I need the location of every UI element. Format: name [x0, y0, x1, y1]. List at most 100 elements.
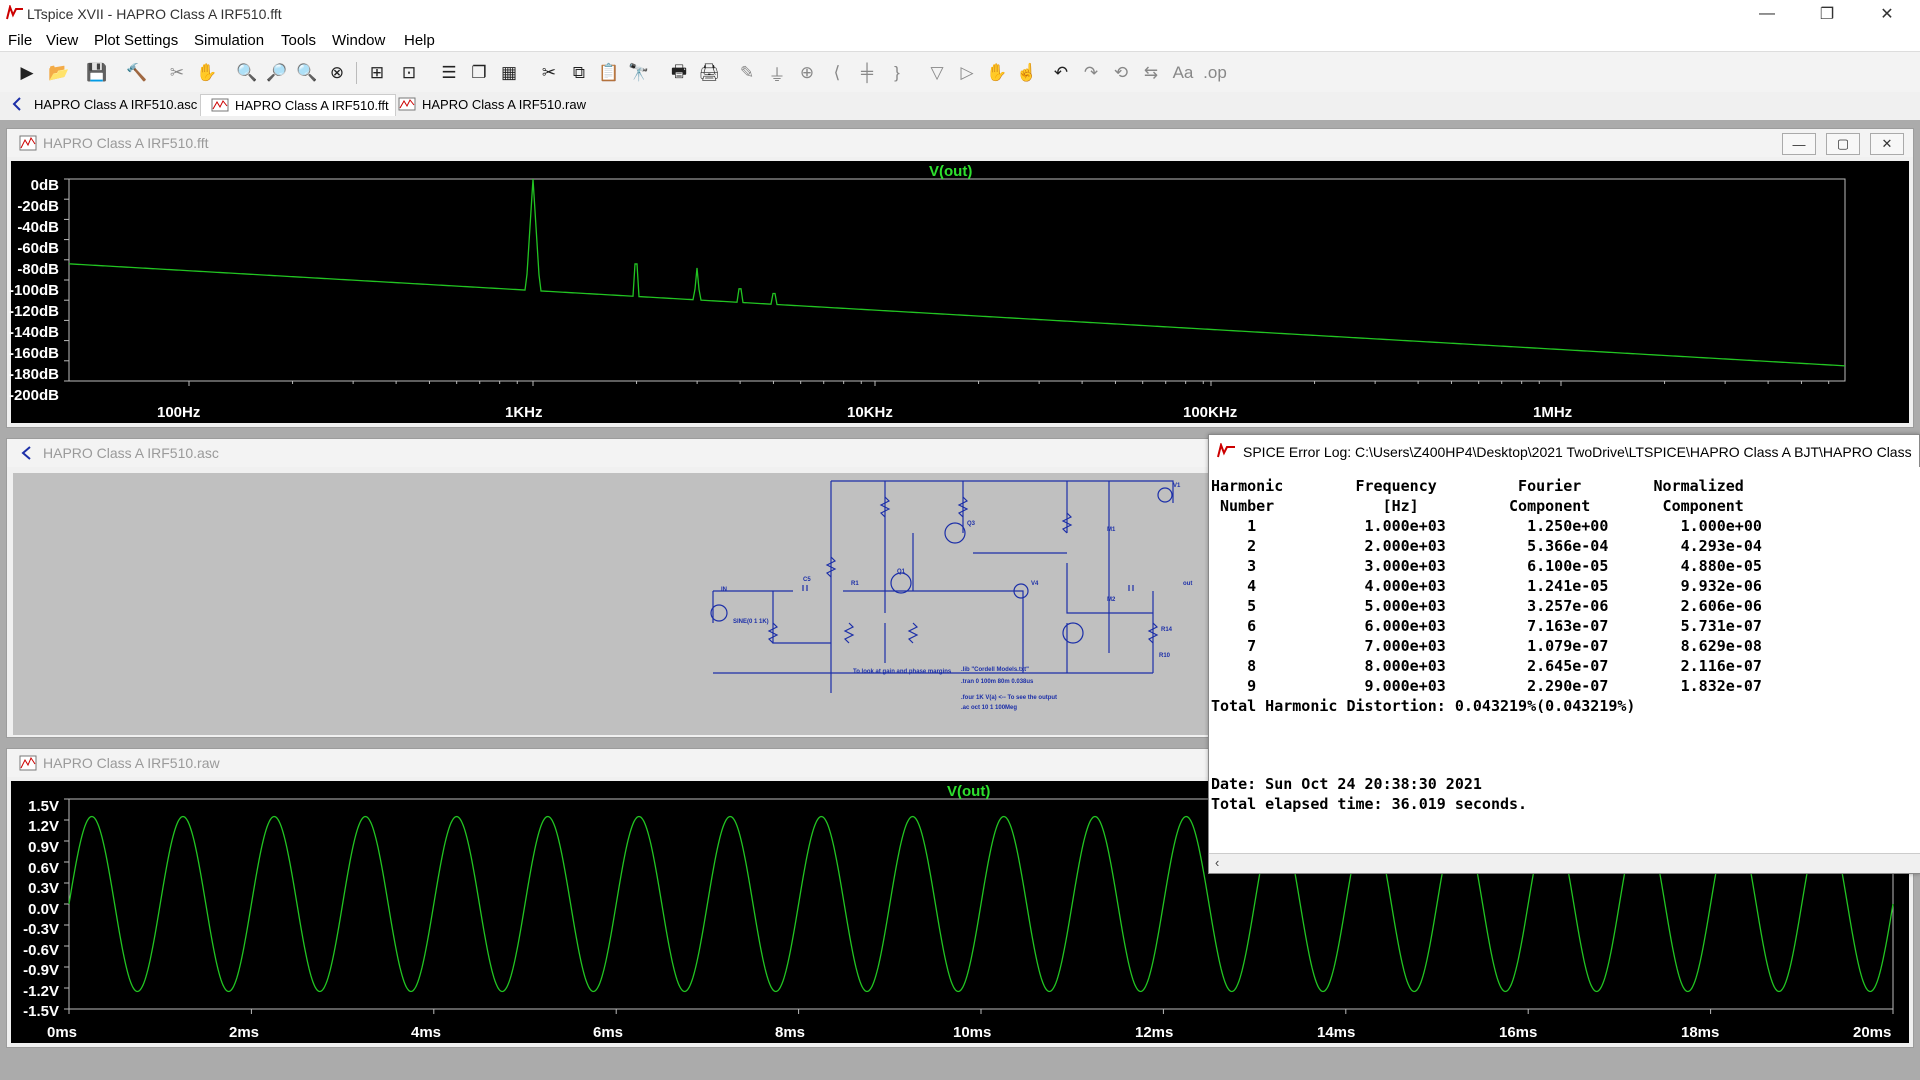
text-icon[interactable]: Aa: [1172, 63, 1194, 82]
diode-icon[interactable]: ▽: [930, 63, 944, 82]
run-icon[interactable]: ▶: [20, 63, 34, 82]
control-panel-icon[interactable]: 🔨: [126, 63, 148, 82]
menu-help[interactable]: Help: [404, 32, 435, 49]
grid-icon[interactable]: ⊡: [401, 63, 417, 82]
tab-schematic[interactable]: HAPRO Class A IRF510.asc: [0, 94, 203, 116]
raw-window-title: HAPRO Class A IRF510.raw: [43, 755, 220, 771]
svg-text:R10: R10: [1159, 653, 1171, 659]
inductor-icon[interactable]: }: [894, 63, 900, 82]
close-button[interactable]: ✕: [1864, 0, 1910, 28]
menu-view[interactable]: View: [46, 32, 79, 49]
print-setup-icon[interactable]: 🖨: [698, 63, 720, 82]
svg-text:V4: V4: [1031, 581, 1039, 587]
svg-text:Q3: Q3: [967, 521, 976, 527]
y-tick: 0dB: [30, 177, 59, 194]
pan-hand-icon[interactable]: ✋: [196, 63, 218, 82]
menu-tools[interactable]: Tools: [281, 32, 317, 49]
waveform-icon: [211, 98, 229, 112]
x-tick: 20ms: [1853, 1024, 1892, 1041]
copy-icon[interactable]: ⧉: [572, 63, 586, 82]
harmonic-row: 8 8.000e+03 2.645e-07 2.116e-07: [1211, 657, 1762, 675]
transient-plot-area[interactable]: V(out) 1.5V 1.2V 0.9V 0.6V 0.3V 0.0V -0.…: [11, 781, 1909, 1043]
drag-hand-icon[interactable]: ☝: [1016, 63, 1038, 82]
print-icon[interactable]: 🖶: [670, 61, 688, 81]
zoom-fit-icon[interactable]: 🔍: [296, 63, 318, 82]
cascade-icon[interactable]: ❐: [471, 63, 487, 82]
minimize-button[interactable]: —: [1744, 0, 1790, 28]
svg-text:M1: M1: [1107, 527, 1116, 533]
svg-text:To look at gain and phase marg: To look at gain and phase margins: [853, 669, 952, 675]
svg-text:.tran 0 100m 80m 0.038us: .tran 0 100m 80m 0.038us: [961, 679, 1034, 685]
undo-icon[interactable]: ↶: [1053, 63, 1069, 82]
component-icon[interactable]: ▷: [960, 63, 974, 82]
schematic-canvas[interactable]: IN C5 R1 Q1 Q3 M1 M2 V4 V1 out R14 R10 S…: [13, 473, 1213, 735]
fft-trace-label[interactable]: V(out): [929, 163, 973, 180]
circuit-diagram[interactable]: IN C5 R1 Q1 Q3 M1 M2 V4 V1 out R14 R10 S…: [13, 473, 1213, 735]
open-folder-icon[interactable]: 📂: [48, 63, 70, 82]
scroll-left-icon[interactable]: ‹: [1215, 855, 1220, 870]
minimize-icon: —: [1759, 5, 1775, 22]
menu-window[interactable]: Window: [332, 32, 386, 49]
y-tick: -100dB: [8, 282, 59, 299]
menu-simulation[interactable]: Simulation: [194, 32, 265, 49]
svg-text:.ac oct 10 1 100Meg: .ac oct 10 1 100Meg: [961, 705, 1017, 711]
tab-raw[interactable]: HAPRO Class A IRF510.raw: [388, 94, 592, 116]
x-tick: 8ms: [775, 1024, 806, 1041]
restore-icon: ❐: [1819, 6, 1835, 23]
mirror-icon[interactable]: ⇆: [1143, 63, 1159, 82]
move-hand-icon[interactable]: ✋: [986, 63, 1008, 82]
transient-plot-window[interactable]: HAPRO Class A IRF510.raw V(out) 1.5V 1.2…: [6, 748, 1914, 1048]
svg-text:IN: IN: [721, 587, 727, 593]
horizontal-scrollbar[interactable]: ‹: [1209, 853, 1920, 873]
minimize-button[interactable]: —: [1782, 133, 1816, 155]
rotate-icon[interactable]: ⟲: [1113, 63, 1129, 82]
restore-button[interactable]: ❐: [1804, 0, 1850, 28]
y-tick: -0.6V: [23, 942, 59, 959]
find-icon[interactable]: 🔭: [628, 63, 650, 82]
y-tick: -140dB: [8, 324, 59, 341]
ground-icon[interactable]: ⏚: [768, 65, 786, 85]
resistor-icon[interactable]: ⟨: [833, 63, 841, 82]
fft-plot-canvas[interactable]: [11, 161, 1909, 423]
wire-icon[interactable]: ✎: [739, 63, 755, 82]
transient-plot-canvas[interactable]: [11, 781, 1909, 1043]
zoom-cancel-icon[interactable]: ⊗: [329, 63, 345, 82]
x-tick: 4ms: [411, 1024, 442, 1041]
raw-trace-label[interactable]: V(out): [947, 783, 991, 800]
menu-file[interactable]: File: [8, 32, 33, 49]
menu-plot-settings[interactable]: Plot Settings: [94, 32, 179, 49]
x-tick: 1KHz: [505, 404, 543, 421]
save-icon[interactable]: 💾: [86, 63, 108, 82]
zoom-in-icon[interactable]: 🔍: [236, 63, 258, 82]
fft-plot-window[interactable]: HAPRO Class A IRF510.fft — ▢ ✕ V(out) 0d…: [6, 128, 1914, 428]
fft-window-title: HAPRO Class A IRF510.fft: [43, 135, 209, 151]
zoom-out-icon[interactable]: 🔎: [266, 63, 288, 82]
spice-directive-icon[interactable]: .op: [1203, 63, 1227, 82]
svg-text:Q1: Q1: [897, 569, 906, 575]
harmonic-row: 4 4.000e+03 1.241e-05 9.932e-06: [1211, 577, 1762, 595]
tile-vertical-icon[interactable]: ▦: [500, 63, 518, 82]
paste-icon[interactable]: 📋: [598, 63, 620, 82]
y-tick: 0.6V: [28, 860, 59, 877]
y-tick: 0.9V: [28, 839, 59, 856]
tab-fft[interactable]: HAPRO Class A IRF510.fft: [200, 94, 396, 116]
label-net-icon[interactable]: ⊕: [799, 63, 815, 82]
maximize-button[interactable]: ▢: [1826, 133, 1860, 155]
harmonic-row: 1 1.000e+03 1.250e+00 1.000e+00: [1211, 517, 1762, 535]
tile-horizontal-icon[interactable]: ☰: [441, 63, 457, 82]
x-tick: 14ms: [1317, 1024, 1356, 1041]
close-button[interactable]: ✕: [1870, 133, 1904, 155]
y-tick: -200dB: [8, 387, 59, 404]
redo-icon[interactable]: ↷: [1083, 63, 1099, 82]
tab-label: HAPRO Class A IRF510.asc: [34, 97, 198, 112]
fft-plot-area[interactable]: V(out) 0dB -20dB -40dB -60dB -80dB -100d…: [8, 161, 1909, 423]
toolbar: ▶ 📂 💾 🔨 ✂ ✋ 🔍 🔎 🔍 ⊗ ⊞ ⊡ ☰ ❐ ▦ ✂ ⧉ 📋 🔭 🖶 …: [0, 52, 1920, 92]
error-log-content[interactable]: Harmonic Frequency Fourier Normalized Nu…: [1209, 467, 1920, 857]
fft-trace: [68, 178, 1846, 367]
waveform-icon: [398, 97, 416, 111]
cut-icon[interactable]: ✂: [541, 63, 557, 82]
halt-icon[interactable]: ✂: [169, 63, 185, 82]
capacitor-icon[interactable]: ╪: [860, 63, 874, 82]
autorange-icon[interactable]: ⊞: [369, 63, 385, 82]
spice-error-log-window[interactable]: SPICE Error Log: C:\Users\Z400HP4\Deskto…: [1208, 434, 1920, 874]
